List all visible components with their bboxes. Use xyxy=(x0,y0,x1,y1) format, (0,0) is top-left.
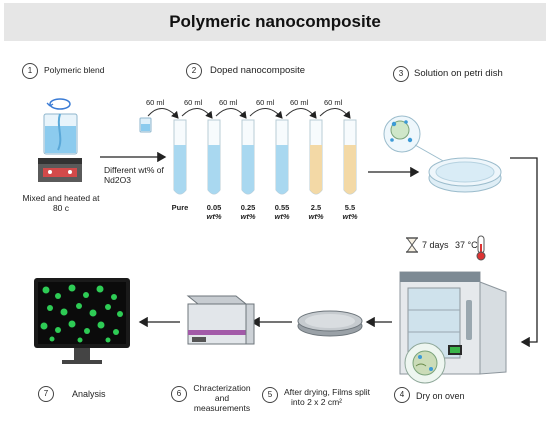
transfer-arrows xyxy=(147,108,351,119)
transfer-arrow xyxy=(215,108,247,119)
step-4-number: 4 xyxy=(394,387,410,403)
step-6-label: Chracterization and measurements xyxy=(187,383,257,413)
hot-plate-icon xyxy=(38,158,82,182)
transfer-arrow xyxy=(147,108,179,119)
tube-label: Pure xyxy=(166,203,194,213)
transfer-arrow xyxy=(249,108,283,119)
test-tube xyxy=(207,119,221,195)
tube-label: 2.5 wt% xyxy=(302,203,330,221)
cell-image xyxy=(40,284,123,343)
tube-value: Pure xyxy=(171,203,189,212)
tube-value: 0.55 xyxy=(274,203,290,212)
step-5-label-line: After drying, Films split xyxy=(284,387,370,397)
diagram-title: Polymeric nanocomposite xyxy=(169,12,381,31)
test-tube xyxy=(343,119,357,195)
tube-label: 0.25 wt% xyxy=(234,203,262,221)
step-6-label-line: and xyxy=(214,392,230,403)
hourglass-icon xyxy=(406,237,418,253)
tube-unit: wt% xyxy=(342,211,358,221)
step-1-number: 1 xyxy=(22,63,38,79)
arrow-dish-to-oven xyxy=(510,157,538,348)
step-7-label: Analysis xyxy=(72,389,106,399)
tube-unit: wt% xyxy=(240,211,256,221)
tube-unit: wt% xyxy=(206,211,222,221)
blend-caption-line: Mixed and heated at xyxy=(22,193,100,203)
step-6-label-line: Chracterization xyxy=(193,383,251,393)
instrument-icon xyxy=(186,295,255,345)
tube-label: 0.55 wt% xyxy=(268,203,296,221)
transfer-volume-label: 60 ml xyxy=(184,98,203,107)
step-4-label: Dry on oven xyxy=(416,391,465,401)
step-3-label: Solution on petri dish xyxy=(414,68,503,79)
thermometer-icon xyxy=(476,235,486,261)
tube-value: 0.05 xyxy=(206,203,222,212)
step-5-number: 5 xyxy=(262,387,278,403)
beaker-icon xyxy=(43,98,78,155)
blend-caption-line: 80 c xyxy=(52,202,70,213)
tube-value: 0.25 xyxy=(240,203,256,212)
test-tube xyxy=(173,119,187,195)
transfer-volume-label: 60 ml xyxy=(146,98,165,107)
test-tube xyxy=(275,119,289,195)
step-1-label: Polymeric blend xyxy=(44,65,105,75)
test-tube-rack xyxy=(173,119,357,195)
doping-caption-line: Different wt% of xyxy=(104,165,164,175)
tube-unit: wt% xyxy=(308,211,324,221)
test-tube xyxy=(241,119,255,195)
step-7-number: 7 xyxy=(38,386,54,402)
tube-unit: wt% xyxy=(274,211,290,221)
step-6-number: 6 xyxy=(171,386,187,402)
oven-temperature: 37 °C xyxy=(455,240,478,250)
film-icon xyxy=(297,310,363,337)
transfer-arrow xyxy=(181,108,213,119)
step-2-label: Doped nanocomposite xyxy=(210,65,306,76)
small-cup-icon xyxy=(139,117,152,133)
transfer-arrow xyxy=(319,108,351,119)
petri-dish-icon xyxy=(428,157,502,193)
tube-value: 2.5 xyxy=(310,203,322,212)
step-5-label-line: into 2 x 2 cm² xyxy=(291,396,343,407)
tube-label: 0.05 wt% xyxy=(200,203,228,221)
transfer-volume-label: 60 ml xyxy=(290,98,309,107)
tube-value: 5.5 xyxy=(344,203,356,212)
oven-time: 7 days xyxy=(422,240,449,250)
doping-caption: Different wt% of Nd2O3 xyxy=(104,165,164,186)
step-6-label-line: measurements xyxy=(193,402,251,413)
doping-caption-line: Nd2O3 xyxy=(104,174,131,185)
blend-caption: Mixed and heated at 80 c xyxy=(22,193,100,214)
step-5-label: After drying, Films split into 2 x 2 cm² xyxy=(284,387,370,408)
transfer-volume-label: 60 ml xyxy=(219,98,238,107)
tube-label: 5.5 wt% xyxy=(336,203,364,221)
title-bar: Polymeric nanocomposite xyxy=(4,3,546,41)
transfer-arrow xyxy=(285,108,317,119)
dried-film-zoom-icon xyxy=(404,342,446,384)
zoom-solution-icon xyxy=(383,115,446,163)
test-tube xyxy=(309,119,323,195)
transfer-volume-label: 60 ml xyxy=(256,98,275,107)
step-3-number: 3 xyxy=(393,66,409,82)
step-2-number: 2 xyxy=(186,63,202,79)
transfer-volume-label: 60 ml xyxy=(324,98,343,107)
